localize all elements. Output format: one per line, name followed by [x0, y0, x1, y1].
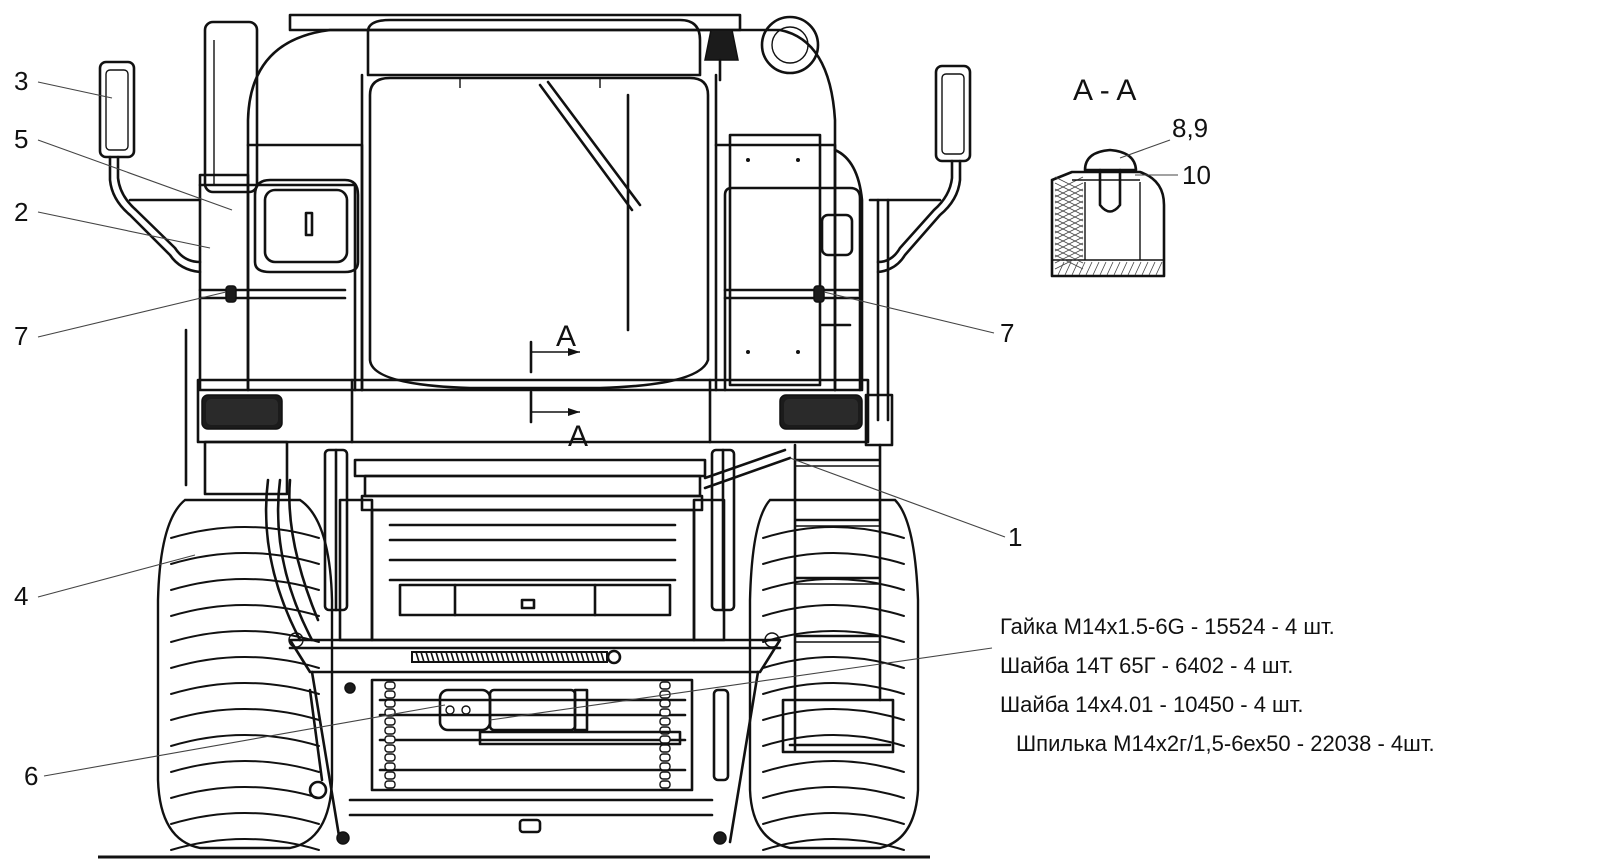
callout-10: 10 [1182, 160, 1211, 190]
section-title: A - A [1073, 74, 1136, 107]
callout-4: 4 [14, 581, 28, 611]
parts-list-item: Шайба 14Т 65Г - 6402 - 4 шт. [1000, 653, 1293, 678]
parts-list-item: Шпилька М14х2г/1,5-6ех50 - 22038 - 4шт. [1016, 731, 1435, 756]
left-mirror [98, 60, 202, 274]
section-mark-top: A [556, 320, 576, 353]
callout-labels: 3 5 2 7 4 6 7 1 8,9 10 [14, 66, 1211, 791]
parts-list: Гайка М14х1.5-6G - 15524 - 4 шт. Шайба 1… [1000, 614, 1435, 756]
section-detail-a-a: A - A [1050, 74, 1166, 278]
callout-8-9: 8,9 [1172, 113, 1208, 143]
right-tire [748, 498, 920, 851]
callout-7-right: 7 [1000, 318, 1014, 348]
right-chain [659, 681, 671, 789]
feeder-assembly [264, 448, 792, 845]
callout-2: 2 [14, 197, 28, 227]
callout-1: 1 [1008, 522, 1022, 552]
section-cut-marker: A A [529, 320, 588, 453]
callout-7-left: 7 [14, 321, 28, 351]
left-chain [384, 681, 396, 789]
leader-lines [37, 81, 1178, 777]
callout-3: 3 [14, 66, 28, 96]
parts-list-item: Гайка М14х1.5-6G - 15524 - 4 шт. [1000, 614, 1335, 639]
right-tire-tread [762, 526, 905, 851]
left-lower-box [184, 328, 289, 496]
parts-list-item: Шайба 14х4.01 - 10450 - 4 шт. [1000, 692, 1303, 717]
right-ladder [781, 443, 895, 754]
combine-body [196, 13, 894, 447]
left-tire-tread [170, 526, 320, 851]
right-mirror [868, 64, 972, 274]
section-mark-bottom: A [568, 420, 588, 453]
spring-coils [415, 651, 605, 663]
callout-5: 5 [14, 124, 28, 154]
callout-6: 6 [24, 761, 38, 791]
left-tire [156, 498, 334, 851]
